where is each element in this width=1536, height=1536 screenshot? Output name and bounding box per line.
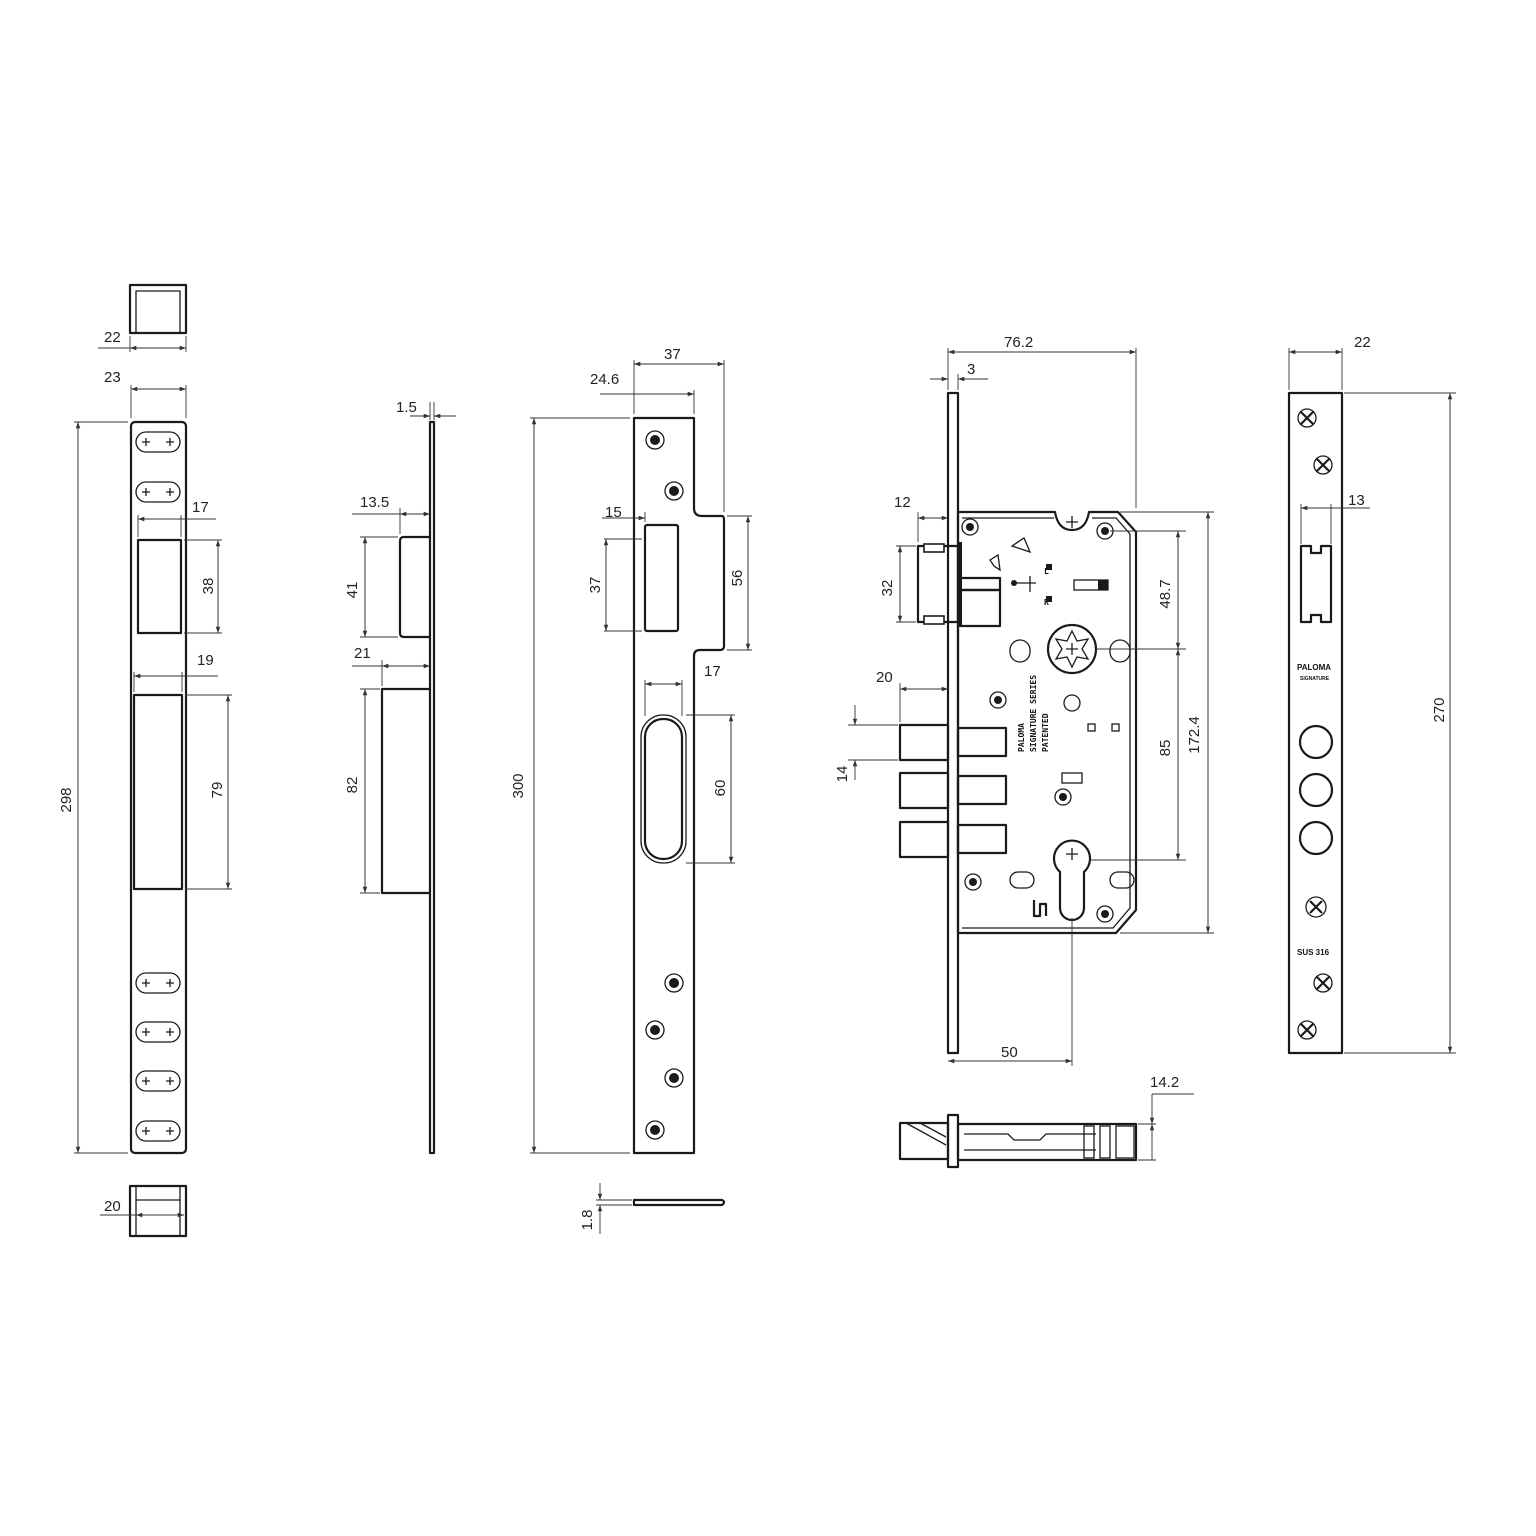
lock-bolt-pitch-label: 14 <box>834 766 851 783</box>
handing-l-label: L <box>1044 567 1049 576</box>
engraving-line-1: PALOMA <box>1017 723 1026 752</box>
lock-bolt-projection-label: 20 <box>876 669 893 686</box>
front-offset-label: 24.6 <box>590 371 619 388</box>
front-slot-height-label: 60 <box>712 780 729 797</box>
faceplate-bolt-holes <box>1298 724 1334 856</box>
strike-plate-left: 23 298 17 38 19 <box>58 369 232 1155</box>
strike-plate-side-view: 1.5 13.5 41 21 82 <box>344 399 456 1155</box>
strike-left-window-top-width-label: 17 <box>192 499 209 516</box>
strike-left-window-bottom-height-label: 79 <box>209 782 226 799</box>
handing-indicator: L R <box>989 516 1078 607</box>
strike-left-window-top-height-label: 38 <box>200 578 217 595</box>
side-thickness-label: 1.5 <box>396 399 417 416</box>
lock-faceplate-thickness-label: 3 <box>967 361 975 378</box>
faceplate-material: SUS 316 <box>1297 948 1330 957</box>
lock-body-engraving: PALOMA SIGNATURE SERIES PATENTED <box>1017 675 1050 752</box>
slot-holes <box>135 431 181 1142</box>
front-tab-height-label: 56 <box>729 570 746 587</box>
lock-case-depth-label: 14.2 <box>1150 1074 1179 1091</box>
cap-bottom: 20 <box>100 1184 188 1238</box>
side-box-bottom-height-label: 82 <box>344 777 361 794</box>
front-window-width-label: 15 <box>605 504 622 521</box>
lock-body: L R PALOMA SIGNATURE SERIES PATENTED 76.… <box>834 334 1214 1169</box>
strike-front-screw-holes <box>645 430 684 1140</box>
lock-body-height-label: 172.4 <box>1186 716 1203 754</box>
faceplate-brand-sub: SIGNATURE <box>1300 676 1330 682</box>
faceplate-brand: PALOMA <box>1297 663 1331 672</box>
engraving-line-3: PATENTED <box>1041 713 1050 752</box>
strike-left-width-label: 23 <box>104 369 121 386</box>
side-box-top-depth-label: 13.5 <box>360 494 389 511</box>
latch-bolt <box>916 542 1002 628</box>
front-length-label: 300 <box>510 773 527 798</box>
strike-plate-front-view: 37 24.6 56 15 37 300 17 <box>510 346 752 1234</box>
front-slot-width-label: 17 <box>704 663 721 680</box>
strike-plate-left-group: 22 <box>58 283 232 1238</box>
faceplate-width-label: 22 <box>1354 334 1371 351</box>
lock-backset-label: 50 <box>1001 1044 1018 1061</box>
lock-case-top-view <box>898 1113 1138 1169</box>
cap-top: 22 <box>98 283 188 352</box>
strike-left-height-label: 298 <box>58 787 75 812</box>
cap-top-width-label: 22 <box>104 329 121 346</box>
lock-latch-height-label: 32 <box>879 580 896 597</box>
front-width-label: 37 <box>664 346 681 363</box>
front-thickness-label: 1.8 <box>579 1210 596 1231</box>
cylinder-cutout <box>1032 839 1092 922</box>
handing-r-label: R <box>1044 598 1049 607</box>
side-box-bottom-depth-label: 21 <box>354 645 371 662</box>
handle-follower <box>1046 623 1098 675</box>
lock-handle-to-top-label: 48.7 <box>1157 579 1174 608</box>
engraving-line-2: SIGNATURE SERIES <box>1029 675 1038 752</box>
lock-backset-total-label: 76.2 <box>1004 334 1033 351</box>
side-box-top-height-label: 41 <box>344 582 361 599</box>
deadbolts <box>898 723 1008 859</box>
front-window-height-label: 37 <box>587 577 604 594</box>
faceplate-screws <box>1297 408 1333 1040</box>
faceplate-right: PALOMA SIGNATURE SUS 316 22 13 270 <box>1287 334 1456 1055</box>
lock-handle-to-cylinder-label: 85 <box>1157 740 1174 757</box>
cap-bottom-width-label: 20 <box>104 1198 121 1215</box>
strike-left-window-bottom-width-label: 19 <box>197 652 214 669</box>
lock-body-screws <box>961 518 1114 923</box>
faceplate-length-label: 270 <box>1431 697 1448 722</box>
lock-latch-projection-label: 12 <box>894 494 911 511</box>
faceplate-latch-window-label: 13 <box>1348 492 1365 509</box>
